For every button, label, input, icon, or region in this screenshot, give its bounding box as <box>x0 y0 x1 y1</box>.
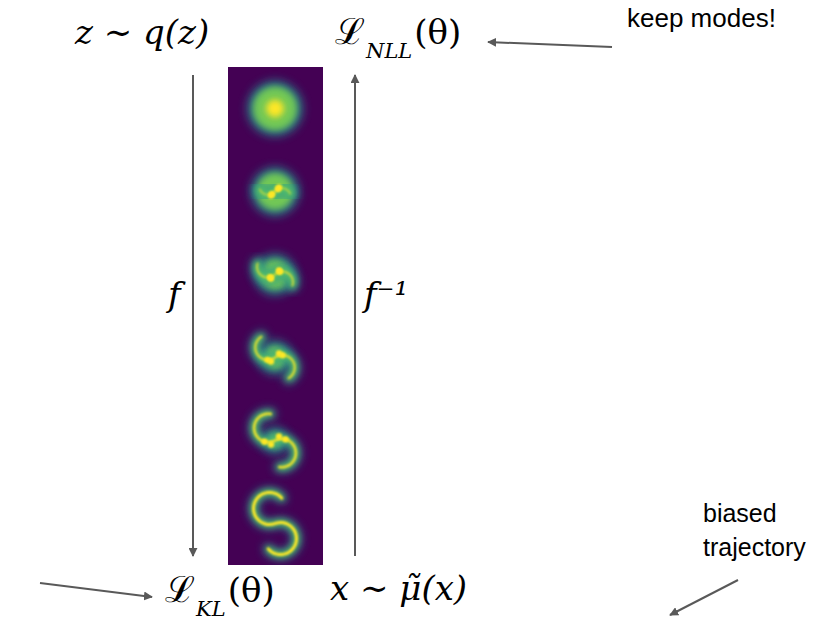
math-label: z ∼ q(z) <box>75 14 209 51</box>
math-label: x ∼ μ̃(x) <box>330 570 467 607</box>
density-ridge <box>257 264 293 286</box>
density-ridge <box>254 414 296 467</box>
density-blob <box>257 173 294 210</box>
density-mode <box>261 438 267 444</box>
density-mode <box>268 275 274 281</box>
density-ridge <box>255 337 294 378</box>
math-argument: (θ) <box>228 572 275 609</box>
density-panel <box>254 492 297 554</box>
density-mode <box>268 358 274 364</box>
forward-arrow <box>192 75 194 556</box>
math-subscript: NLL <box>366 40 412 63</box>
density-ridge <box>257 264 293 286</box>
density-panel <box>254 254 296 296</box>
math-symbol: ℒ <box>335 12 365 52</box>
density-mode <box>276 267 282 273</box>
density-panel <box>247 81 303 137</box>
note-text: keep modes! <box>627 4 776 33</box>
density-ridge <box>257 264 293 286</box>
note-text: biased trajectory <box>703 497 815 565</box>
density-ridge <box>255 337 294 378</box>
density-mode <box>268 192 274 198</box>
density-ridge <box>254 414 296 467</box>
math-symbol: ℒ <box>165 570 195 610</box>
density-panels <box>247 81 303 555</box>
map-label: f <box>168 276 181 313</box>
density-panel <box>255 337 294 378</box>
density-mode <box>282 436 288 442</box>
density-ridge <box>254 492 297 554</box>
density-mode <box>276 350 282 356</box>
density-panel <box>251 167 300 216</box>
density-mode <box>268 441 274 447</box>
density-blob <box>253 87 297 131</box>
density-ridge <box>254 492 297 554</box>
density-core <box>266 100 284 118</box>
leader-arrow <box>670 580 738 615</box>
density-ridge <box>254 414 296 467</box>
inverse-arrow <box>354 75 356 556</box>
density-blob <box>254 254 296 296</box>
density-panel <box>254 414 296 467</box>
density-column <box>228 67 323 565</box>
math-subscript: KL <box>196 598 226 621</box>
leader-arrow <box>40 583 152 597</box>
density-blob <box>251 167 300 216</box>
density-mode <box>276 433 282 439</box>
math-argument: (θ) <box>414 14 461 51</box>
density-ridge <box>254 492 297 554</box>
density-mode <box>276 184 282 190</box>
density-blob <box>247 81 303 137</box>
leader-arrow <box>488 42 612 47</box>
density-ridge <box>255 337 294 378</box>
map-label: f⁻¹ <box>364 276 408 313</box>
